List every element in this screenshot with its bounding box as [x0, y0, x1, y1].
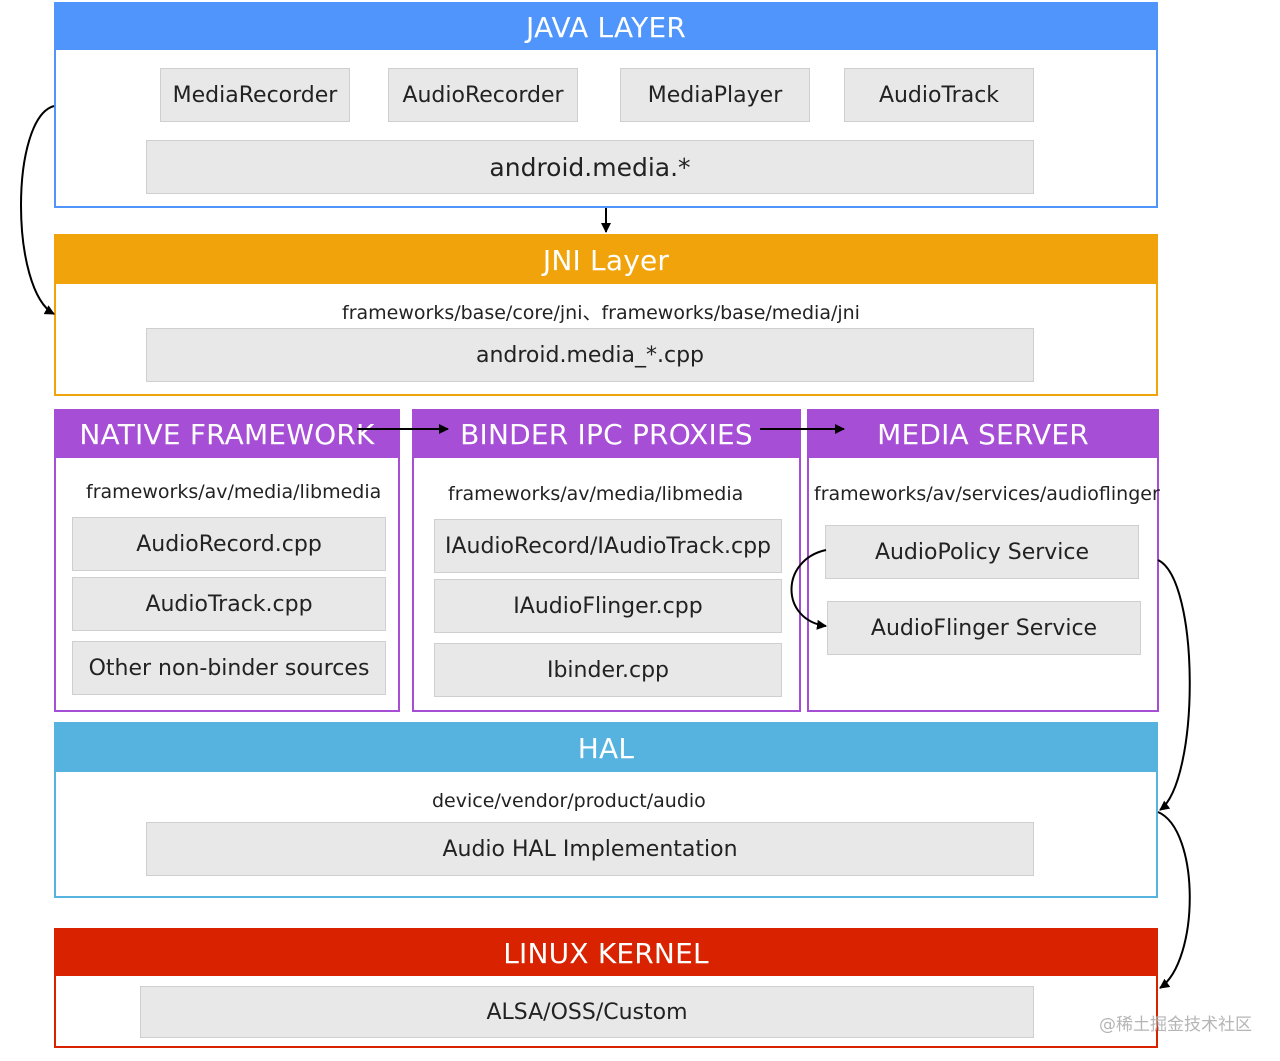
media-server-layer: MEDIA SERVER frameworks/av/services/audi… — [807, 409, 1160, 712]
hal-to-kernel-arrow — [1157, 811, 1191, 989]
ibinder-box: Ibinder.cpp — [434, 643, 782, 697]
android-media-cpp-box: android.media_*.cpp — [146, 328, 1034, 382]
server-to-hal-arrow — [1157, 559, 1191, 811]
linux-kernel-title: LINUX KERNEL — [56, 930, 1156, 976]
hal-path: device/vendor/product/audio — [432, 790, 706, 812]
audiorecord-cpp-box: AudioRecord.cpp — [72, 517, 386, 571]
native-path: frameworks/av/media/libmedia — [86, 481, 382, 503]
media-server-title: MEDIA SERVER — [809, 411, 1157, 458]
watermark: @稀土掘金技术社区 — [1099, 1015, 1252, 1035]
server-path: frameworks/av/services/audioflinger — [814, 483, 1160, 505]
hal-title: HAL — [56, 724, 1156, 772]
hal-layer: HAL device/vendor/product/audio Audio HA… — [54, 722, 1158, 898]
jni-path: frameworks/base/core/jni、frameworks/base… — [342, 302, 860, 324]
binder-ipc-layer: BINDER IPC PROXIES frameworks/av/media/l… — [412, 409, 801, 712]
audio-hal-box: Audio HAL Implementation — [146, 822, 1034, 876]
jni-layer-title: JNI Layer — [56, 236, 1156, 284]
binder-path: frameworks/av/media/libmedia — [448, 483, 744, 505]
java-layer-title: JAVA LAYER — [56, 4, 1156, 50]
mediarecorder-box: MediaRecorder — [160, 68, 350, 122]
audiorecorder-box: AudioRecorder — [388, 68, 578, 122]
iaudioflinger-box: IAudioFlinger.cpp — [434, 579, 782, 633]
native-framework-title: NATIVE FRAMEWORK — [56, 411, 398, 458]
mediaplayer-box: MediaPlayer — [620, 68, 810, 122]
java-layer: JAVA LAYER MediaRecorder AudioRecorder M… — [54, 2, 1158, 208]
java-to-jni-curve-arrow — [20, 105, 55, 315]
linux-kernel-layer: LINUX KERNEL ALSA/OSS/Custom — [54, 928, 1158, 1048]
other-sources-box: Other non-binder sources — [72, 641, 386, 695]
audiotrack-cpp-box: AudioTrack.cpp — [72, 577, 386, 631]
audiotrack-java-box: AudioTrack — [844, 68, 1034, 122]
android-media-box: android.media.* — [146, 140, 1034, 194]
iaudiorecord-box: IAudioRecord/IAudioTrack.cpp — [434, 519, 782, 573]
binder-ipc-title: BINDER IPC PROXIES — [414, 411, 799, 458]
native-framework-layer: NATIVE FRAMEWORK frameworks/av/media/lib… — [54, 409, 400, 712]
jni-layer: JNI Layer frameworks/base/core/jni、frame… — [54, 234, 1158, 396]
alsa-oss-box: ALSA/OSS/Custom — [140, 986, 1034, 1038]
audiopolicy-service-box: AudioPolicy Service — [825, 525, 1139, 579]
audioflinger-service-box: AudioFlinger Service — [827, 601, 1141, 655]
